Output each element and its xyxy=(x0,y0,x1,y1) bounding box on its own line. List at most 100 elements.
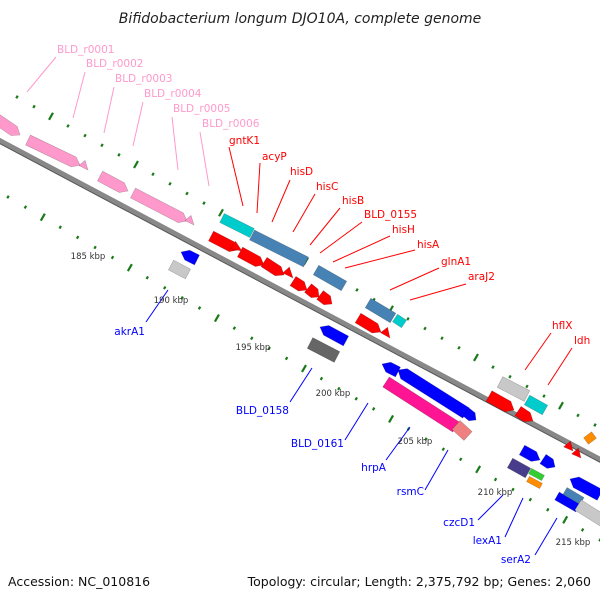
label-leader-line xyxy=(409,283,467,301)
forward-gene-label: BLD_0155 xyxy=(364,209,417,221)
gene-feature[interactable] xyxy=(364,297,397,324)
gene-feature[interactable] xyxy=(583,431,597,445)
inner-tick-mark xyxy=(284,356,289,361)
inner-tick-mark xyxy=(598,538,600,542)
trna-feature[interactable] xyxy=(184,214,195,226)
gene-feature[interactable] xyxy=(523,394,549,416)
gene-feature[interactable] xyxy=(506,457,532,479)
gene-feature[interactable] xyxy=(451,420,473,441)
label-leader-line xyxy=(385,426,411,461)
gene-feature[interactable] xyxy=(569,476,600,501)
gene-feature[interactable] xyxy=(379,326,391,339)
gene-feature[interactable] xyxy=(381,361,401,378)
rrna-feature[interactable] xyxy=(130,187,188,223)
gene-feature[interactable] xyxy=(392,313,407,329)
gene-feature[interactable] xyxy=(260,256,285,277)
genome-summary-text: Topology: circular; Length: 2,375,792 bp… xyxy=(247,574,591,589)
gene-feature[interactable] xyxy=(571,447,582,459)
inner-tick-mark xyxy=(319,376,324,381)
gene-feature[interactable] xyxy=(230,240,243,252)
gene-feature[interactable] xyxy=(289,275,308,292)
outer-tick-mark xyxy=(15,95,19,99)
label-leader-line xyxy=(389,267,440,291)
gene-feature[interactable] xyxy=(462,407,477,422)
forward-gene-label: araJ2 xyxy=(468,271,495,283)
outer-tick-mark xyxy=(508,374,512,379)
genome-backbone-shadow xyxy=(0,143,600,463)
rrna-label: BLD_r0006 xyxy=(202,118,260,130)
gene-feature[interactable] xyxy=(514,406,534,423)
outer-tick-mark xyxy=(151,172,155,177)
outer-tick-mark xyxy=(406,317,410,321)
label-leader-line xyxy=(309,207,341,246)
inner-tick-mark xyxy=(475,465,482,474)
gene-feature[interactable] xyxy=(282,266,294,279)
gene-feature[interactable] xyxy=(563,440,574,452)
inner-tick-mark xyxy=(180,296,184,300)
inner-tick-mark xyxy=(267,346,271,351)
gene-feature[interactable] xyxy=(249,229,309,268)
gene-feature[interactable] xyxy=(539,454,556,469)
inner-tick-mark xyxy=(126,263,133,272)
trna-feature[interactable] xyxy=(78,159,89,171)
label-leader-line xyxy=(145,289,169,323)
label-leader-line xyxy=(344,249,416,269)
kbp-position-label: 205 kbp xyxy=(398,437,433,447)
accession-text: Accession: NC_010816 xyxy=(8,574,150,589)
inner-tick-mark xyxy=(546,507,550,512)
rrna-label: BLD_r0005 xyxy=(173,103,230,115)
forward-gene-label: hisD xyxy=(290,166,313,178)
forward-gene-label: hisB xyxy=(342,195,364,207)
inner-tick-mark xyxy=(75,235,80,240)
gene-feature[interactable] xyxy=(526,475,543,490)
reverse-gene-label: hrpA xyxy=(361,462,387,474)
gene-feature[interactable] xyxy=(562,487,585,505)
gene-feature[interactable] xyxy=(312,264,348,292)
label-leader-line xyxy=(228,146,244,207)
rrna-feature[interactable] xyxy=(0,113,21,136)
gene-feature[interactable] xyxy=(518,444,541,462)
gene-feature[interactable] xyxy=(574,499,600,527)
outer-tick-mark xyxy=(100,143,104,148)
gene-feature[interactable] xyxy=(528,467,545,482)
label-leader-line xyxy=(72,71,86,119)
gene-feature[interactable] xyxy=(236,246,265,267)
label-leader-line xyxy=(534,517,558,556)
gene-feature[interactable] xyxy=(168,259,191,280)
inner-tick-mark xyxy=(23,205,28,209)
gene-feature[interactable] xyxy=(219,213,255,238)
gene-feature[interactable] xyxy=(316,290,333,306)
rrna-feature[interactable] xyxy=(25,134,81,168)
kbp-position-label: 195 kbp xyxy=(236,343,271,353)
label-leader-line xyxy=(504,497,524,538)
gene-feature[interactable] xyxy=(319,325,350,347)
label-leader-line xyxy=(171,116,179,171)
label-leader-line xyxy=(319,221,363,254)
gene-feature[interactable] xyxy=(180,249,200,266)
inner-tick-mark xyxy=(163,285,167,290)
outer-tick-mark xyxy=(185,191,189,196)
inner-tick-mark xyxy=(424,437,428,441)
kbp-position-label: 215 kbp xyxy=(556,538,591,548)
outer-tick-mark xyxy=(457,345,461,350)
inner-tick-mark xyxy=(58,225,62,230)
gene-feature[interactable] xyxy=(306,337,341,363)
kbp-position-label: 190 kbp xyxy=(154,296,189,306)
forward-gene-label: hisH xyxy=(392,224,415,236)
kbp-position-label: 185 kbp xyxy=(71,252,106,262)
inner-tick-mark xyxy=(371,407,376,411)
label-leader-line xyxy=(26,56,57,93)
inner-tick-mark xyxy=(39,213,46,222)
reverse-gene-label: akrA1 xyxy=(114,326,145,338)
gene-feature[interactable] xyxy=(354,312,382,334)
outer-tick-mark xyxy=(525,384,529,389)
gene-feature[interactable] xyxy=(496,376,531,402)
gene-feature[interactable] xyxy=(304,283,320,298)
rrna-feature[interactable] xyxy=(96,170,129,193)
rrna-label: BLD_r0004 xyxy=(144,88,202,100)
label-leader-line xyxy=(132,101,144,147)
outer-tick-mark xyxy=(133,160,139,169)
gene-feature[interactable] xyxy=(485,390,515,413)
inner-tick-mark xyxy=(441,447,445,452)
